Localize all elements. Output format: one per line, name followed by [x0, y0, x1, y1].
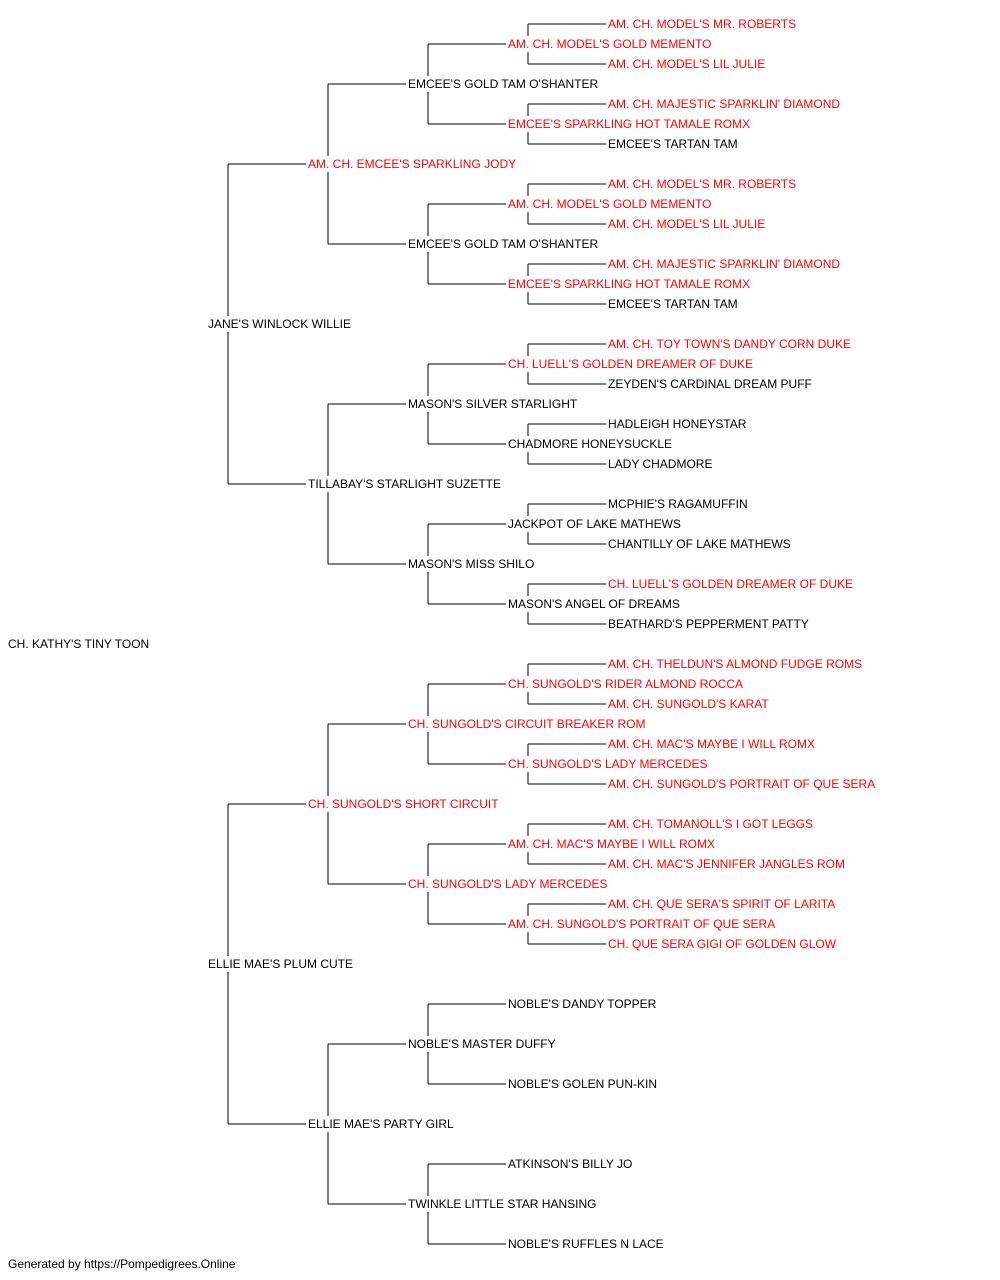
pedigree-node-sire-sire-dam-sire-dam[interactable]: AM. CH. MODEL'S LIL JULIE: [608, 217, 766, 231]
pedigree-node-sire-sire-dam-sire[interactable]: AM. CH. MODEL'S GOLD MEMENTO: [508, 197, 712, 211]
pedigree-node-sire-dam-sire-dam-dam[interactable]: LADY CHADMORE: [608, 457, 713, 471]
pedigree-node-sire-sire-sire[interactable]: EMCEE'S GOLD TAM O'SHANTER: [408, 77, 599, 91]
pedigree-node-dam-sire-sire-sire-dam[interactable]: AM. CH. SUNGOLD'S KARAT: [608, 697, 769, 711]
pedigree-node-sire-dam-sire-sire[interactable]: CH. LUELL'S GOLDEN DREAMER OF DUKE: [508, 357, 754, 371]
pedigree-node-sire-dam-dam-dam-sire[interactable]: CH. LUELL'S GOLDEN DREAMER OF DUKE: [608, 577, 854, 591]
pedigree-node-dam[interactable]: ELLIE MAE'S PLUM CUTE: [208, 957, 353, 971]
pedigree-node-sire-sire[interactable]: AM. CH. EMCEE'S SPARKLING JODY: [308, 157, 517, 171]
pedigree-node-dam-dam-sire-sire[interactable]: NOBLE'S DANDY TOPPER: [508, 997, 657, 1011]
pedigree-node-sire-sire-sire-dam-sire[interactable]: AM. CH. MAJESTIC SPARKLIN' DIAMOND: [608, 97, 841, 111]
pedigree-node-sire-dam-dam-dam-dam[interactable]: BEATHARD'S PEPPERMENT PATTY: [608, 617, 809, 631]
pedigree-node-dam-sire-dam[interactable]: CH. SUNGOLD'S LADY MERCEDES: [408, 877, 608, 891]
pedigree-node-sire-dam-dam-sire-sire[interactable]: MCPHIE'S RAGAMUFFIN: [608, 497, 748, 511]
pedigree-node-dam-dam-dam-sire[interactable]: ATKINSON'S BILLY JO: [508, 1157, 633, 1171]
pedigree-node-dam-sire-sire-dam-sire[interactable]: AM. CH. MAC'S MAYBE I WILL ROMX: [608, 737, 815, 751]
pedigree-node-sire-sire-dam-dam[interactable]: EMCEE'S SPARKLING HOT TAMALE ROMX: [508, 277, 751, 291]
pedigree-node-dam-sire-dam-sire-dam[interactable]: AM. CH. MAC'S JENNIFER JANGLES ROM: [608, 857, 845, 871]
pedigree-node-dam-dam-dam-dam[interactable]: NOBLE'S RUFFLES N LACE: [508, 1237, 664, 1251]
pedigree-node-sire-dam-dam[interactable]: MASON'S MISS SHILO: [408, 557, 535, 571]
pedigree-node-dam-sire-sire-dam-dam[interactable]: AM. CH. SUNGOLD'S PORTRAIT OF QUE SERA: [608, 777, 876, 791]
pedigree-node-dam-sire-dam-sire[interactable]: AM. CH. MAC'S MAYBE I WILL ROMX: [508, 837, 715, 851]
pedigree-node-sire-dam-sire[interactable]: MASON'S SILVER STARLIGHT: [408, 397, 578, 411]
pedigree-node-[interactable]: CH. KATHY'S TINY TOON: [8, 637, 150, 651]
pedigree-node-sire[interactable]: JANE'S WINLOCK WILLIE: [208, 317, 351, 331]
pedigree-node-dam-dam[interactable]: ELLIE MAE'S PARTY GIRL: [308, 1117, 454, 1131]
pedigree-node-sire-dam-sire-sire-dam[interactable]: ZEYDEN'S CARDINAL DREAM PUFF: [608, 377, 812, 391]
pedigree-node-sire-sire-dam[interactable]: EMCEE'S GOLD TAM O'SHANTER: [408, 237, 599, 251]
pedigree-node-sire-sire-sire-sire-sire[interactable]: AM. CH. MODEL'S MR. ROBERTS: [608, 17, 797, 31]
pedigree-node-dam-sire[interactable]: CH. SUNGOLD'S SHORT CIRCUIT: [308, 797, 499, 811]
pedigree-node-sire-dam-dam-dam[interactable]: MASON'S ANGEL OF DREAMS: [508, 597, 680, 611]
pedigree-node-sire-sire-sire-sire[interactable]: AM. CH. MODEL'S GOLD MEMENTO: [508, 37, 712, 51]
pedigree-node-sire-dam[interactable]: TILLABAY'S STARLIGHT SUZETTE: [308, 477, 502, 491]
pedigree-node-dam-sire-dam-dam[interactable]: AM. CH. SUNGOLD'S PORTRAIT OF QUE SERA: [508, 917, 776, 931]
pedigree-node-dam-sire-dam-dam-sire[interactable]: AM. CH. QUE SERA'S SPIRIT OF LARITA: [608, 897, 836, 911]
pedigree-node-dam-sire-sire-sire-sire[interactable]: AM. CH. THELDUN'S ALMOND FUDGE ROMS: [608, 657, 863, 671]
pedigree-node-sire-sire-sire-sire-dam[interactable]: AM. CH. MODEL'S LIL JULIE: [608, 57, 766, 71]
pedigree-node-sire-sire-dam-dam-dam[interactable]: EMCEE'S TARTAN TAM: [608, 297, 738, 311]
pedigree-node-dam-dam-sire-dam[interactable]: NOBLE'S GOLEN PUN-KIN: [508, 1077, 657, 1091]
pedigree-node-sire-sire-dam-sire-sire[interactable]: AM. CH. MODEL'S MR. ROBERTS: [608, 177, 797, 191]
pedigree-node-sire-dam-sire-sire-sire[interactable]: AM. CH. TOY TOWN'S DANDY CORN DUKE: [608, 337, 851, 351]
pedigree-node-dam-sire-sire-sire[interactable]: CH. SUNGOLD'S RIDER ALMOND ROCCA: [508, 677, 743, 691]
pedigree-node-dam-sire-dam-sire-sire[interactable]: AM. CH. TOMANOLL'S I GOT LEGGS: [608, 817, 814, 831]
pedigree-node-dam-dam-dam[interactable]: TWINKLE LITTLE STAR HANSING: [408, 1197, 597, 1211]
pedigree-node-dam-sire-sire[interactable]: CH. SUNGOLD'S CIRCUIT BREAKER ROM: [408, 717, 646, 731]
pedigree-node-dam-sire-dam-dam-dam[interactable]: CH. QUE SERA GIGI OF GOLDEN GLOW: [608, 937, 837, 951]
pedigree-node-sire-dam-dam-sire[interactable]: JACKPOT OF LAKE MATHEWS: [508, 517, 681, 531]
pedigree-node-dam-sire-sire-dam[interactable]: CH. SUNGOLD'S LADY MERCEDES: [508, 757, 708, 771]
pedigree-node-sire-dam-sire-dam[interactable]: CHADMORE HONEYSUCKLE: [508, 437, 673, 451]
pedigree-node-sire-sire-sire-dam[interactable]: EMCEE'S SPARKLING HOT TAMALE ROMX: [508, 117, 751, 131]
footer-credit: Generated by https://Pompedigrees.Online: [8, 1257, 236, 1271]
pedigree-node-sire-dam-dam-sire-dam[interactable]: CHANTILLY OF LAKE MATHEWS: [608, 537, 791, 551]
pedigree-node-sire-sire-dam-dam-sire[interactable]: AM. CH. MAJESTIC SPARKLIN' DIAMOND: [608, 257, 841, 271]
pedigree-node-dam-dam-sire[interactable]: NOBLE'S MASTER DUFFY: [408, 1037, 556, 1051]
pedigree-node-sire-sire-sire-dam-dam[interactable]: EMCEE'S TARTAN TAM: [608, 137, 738, 151]
pedigree-node-sire-dam-sire-dam-sire[interactable]: HADLEIGH HONEYSTAR: [608, 417, 747, 431]
